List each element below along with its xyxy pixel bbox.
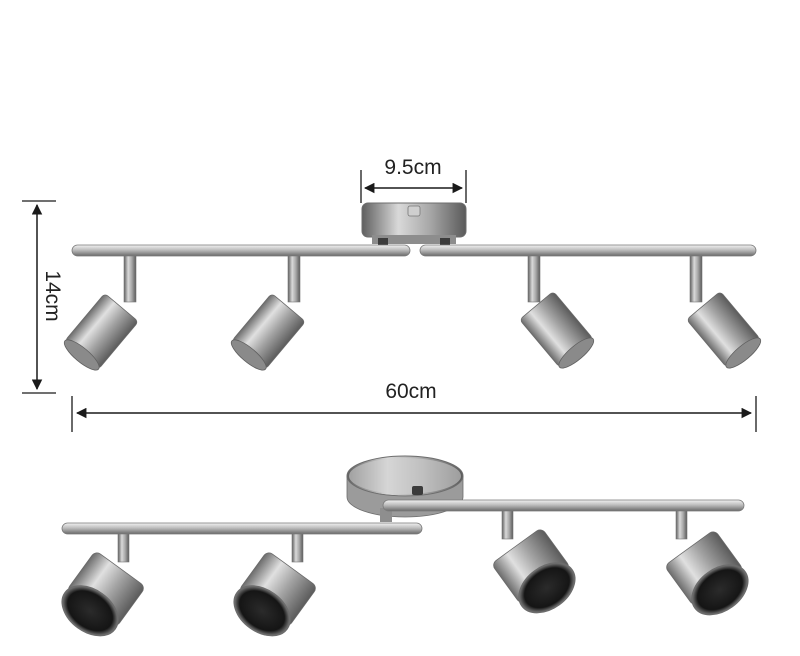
bar-left-top (71, 244, 411, 257)
ceiling-base-bottom (346, 455, 464, 522)
spotlight-1-top (63, 255, 138, 371)
bottom-fixture (61, 455, 749, 637)
base-width-label: 9.5cm (384, 156, 441, 179)
dimension-base-width: 9.5cm (360, 156, 467, 203)
bar-left-bottom (61, 522, 423, 535)
length-label: 60cm (385, 380, 436, 403)
bar-right-bottom (382, 499, 745, 512)
top-fixture (63, 202, 762, 371)
spotlight-1-bottom (61, 533, 144, 637)
spotlight-3-top (520, 255, 595, 369)
spotlight-3-bottom (493, 510, 576, 614)
dimension-height: 14cm (22, 200, 64, 394)
ceiling-base-top (361, 202, 467, 246)
bar-right-top (419, 244, 757, 257)
dimension-length: 60cm (71, 380, 757, 432)
height-label: 14cm (41, 270, 64, 321)
spotlight-4-bottom (666, 510, 749, 616)
spotlight-2-top (230, 255, 305, 371)
spotlight-4-top (687, 255, 762, 369)
spotlight-2-bottom (233, 533, 316, 637)
